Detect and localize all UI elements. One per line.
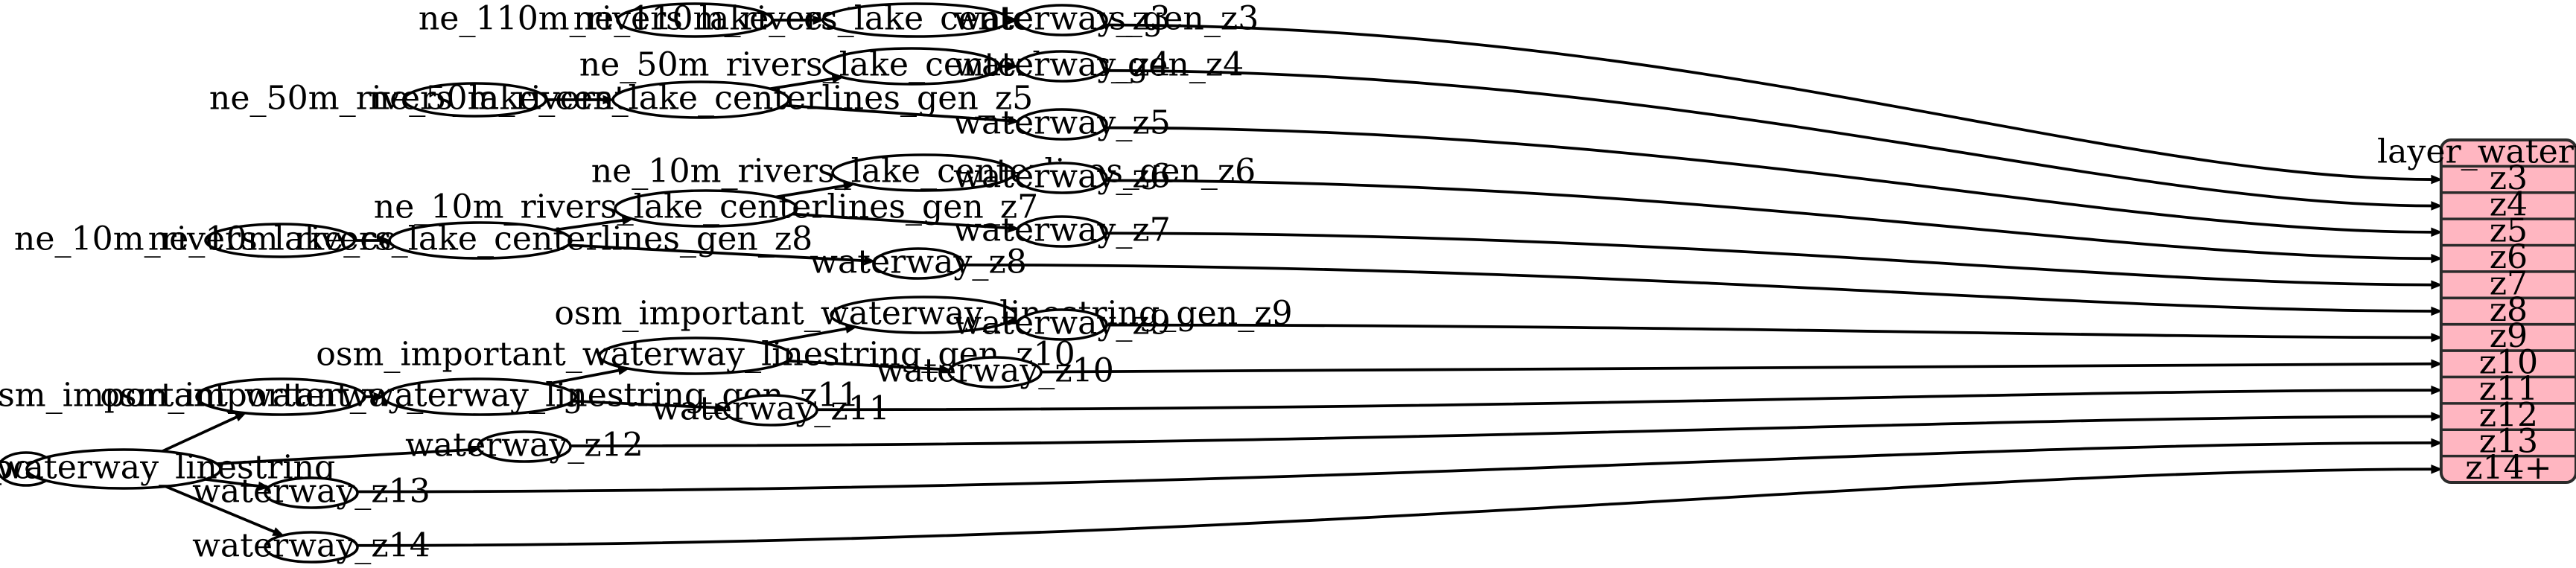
- node-waterway_z7[interactable]: waterway_z7: [953, 211, 1171, 249]
- edge-arrowhead: [2431, 412, 2443, 421]
- node-ellipse-osm_important_waterway_linestring_gen_z9[interactable]: [830, 296, 1017, 334]
- edge-ne_10m_rivers_lake_centerlines_gen_z8-to-ne_10m_rivers_lake_centerlines_gen_z7: [553, 218, 624, 232]
- node-ellipse-waterway_z6[interactable]: [1016, 162, 1108, 194]
- edge-waterway_z7-to-record-z7: [1106, 232, 2432, 287]
- edge-ne_10m_rivers_lake_centerlines_gen_z7-to-ne_10m_rivers_lake_centerlines_gen_z6: [775, 184, 845, 199]
- edge-osm_important_waterway_linestring_gen_z11-to-osm_important_waterway_linestring_gen_z10: [546, 368, 620, 386]
- node-ellipse-ne_10m_rivers_lake_centerlines[interactable]: [204, 223, 356, 258]
- edge-ne_50m_rivers_lake_centerlines_gen_z5-to-waterway_z5: [783, 103, 1010, 123]
- edge-osm_waterway_linestring-to-waterway_z12: [217, 448, 471, 465]
- node-ellipse-osm_important_waterway_linestring_gen_z11[interactable]: [382, 377, 577, 416]
- edge-arrowhead: [2431, 438, 2443, 448]
- edge-waterway_z4-to-record-z4: [1104, 68, 2432, 208]
- node-osm_important_waterway_linestring_gen_z9[interactable]: osm_important_waterway_linestring_gen_z9: [554, 295, 1293, 334]
- edge-arrowhead: [272, 527, 284, 536]
- edge-osm_waterway_linestring-to-waterway_z13: [205, 478, 260, 488]
- node-ellipse-ne_50m_rivers_lake_centerlines_gen_z4[interactable]: [822, 47, 1001, 86]
- node-ellipse-osm_important_waterway_linestring[interactable]: [195, 377, 366, 416]
- node-ellipse-waterway_z9[interactable]: [1016, 308, 1108, 341]
- node-ellipse-waterway_z7[interactable]: [1016, 215, 1108, 248]
- node-ellipse-waterway_z10[interactable]: [947, 356, 1043, 389]
- edge-waterway_z12-to-record-z12: [570, 415, 2432, 447]
- edge-osm_waterway_linestring-to-waterway_z14: [165, 485, 276, 534]
- edge-waterway_z6-to-record-z6: [1106, 179, 2432, 261]
- nodes-layer: imposm3osm_waterway_linestringosm_import…: [0, 0, 1293, 565]
- edge-arrowhead: [939, 364, 951, 374]
- edge-arrowhead: [258, 481, 270, 491]
- node-ne_10m_rivers_lake_centerlines_gen_z6[interactable]: ne_10m_rivers_lake_centerlines_gen_z6: [591, 153, 1256, 192]
- edge-waterway_z8-to-record-z8: [962, 263, 2432, 313]
- edge-arrowhead: [2431, 253, 2443, 264]
- edge-arrowhead: [602, 95, 615, 105]
- edge-arrowhead: [2431, 280, 2443, 290]
- node-ne_10m_rivers_lake_centerlines_gen_z7[interactable]: ne_10m_rivers_lake_centerlines_gen_z7: [374, 188, 1039, 228]
- node-ellipse-ne_10m_rivers_lake_centerlines_gen_z8[interactable]: [388, 221, 573, 260]
- edge-arrowhead: [2431, 201, 2443, 211]
- node-ellipse-ne_110m_rivers_lake_centerlines_gen_z3[interactable]: [821, 2, 1011, 38]
- edge-arrowhead: [1008, 223, 1020, 233]
- edge-arrowhead: [2431, 174, 2443, 185]
- node-ellipse-waterway_z3[interactable]: [1016, 4, 1108, 36]
- node-waterway_z8[interactable]: waterway_z8: [810, 243, 1027, 281]
- edge-arrowhead: [234, 412, 247, 422]
- node-ellipse-waterway_z11[interactable]: [723, 394, 818, 427]
- edge-arrowhead: [2431, 227, 2443, 237]
- edge-arrowhead: [2431, 306, 2443, 316]
- node-ellipse-waterway_z4[interactable]: [1016, 50, 1108, 83]
- node-ellipse-waterway_z5[interactable]: [1016, 108, 1108, 141]
- edge-arrowhead: [373, 392, 386, 402]
- edge-waterway_z3-to-record-z3: [1104, 23, 2432, 181]
- edge-ne_10m_rivers_lake_centerlines_gen_z7-to-waterway_z7: [792, 212, 1010, 230]
- edge-waterway_z13-to-record-z13: [357, 441, 2432, 494]
- edge-arrowhead: [812, 15, 825, 25]
- node-ellipse-osm_waterway_linestring[interactable]: [25, 448, 222, 490]
- edge-arrowhead: [2431, 465, 2443, 474]
- node-ellipse-osm_important_waterway_linestring_gen_z10[interactable]: [598, 336, 793, 375]
- edge-arrowhead: [2431, 385, 2443, 395]
- node-ellipse-ne_10m_rivers_lake_centerlines_gen_z6[interactable]: [831, 153, 1016, 192]
- edge-arrowhead: [468, 444, 480, 455]
- edge-waterway_z14-to-record-z14+: [357, 468, 2432, 547]
- edge-waterway_z11-to-record-z11: [816, 389, 2432, 412]
- edge-osm_important_waterway_linestring_gen_z10-to-osm_important_waterway_linestring_gen_z9: [764, 327, 847, 345]
- node-ellipse-ne_50m_rivers_lake_centerlines_gen_z5[interactable]: [611, 80, 790, 119]
- edge-waterway_z10-to-record-z10: [1040, 362, 2432, 374]
- edge-ne_50m_rivers_lake_centerlines_gen_z5-to-ne_50m_rivers_lake_centerlines_gen_z4: [769, 77, 834, 91]
- node-ellipse-ne_50m_rivers_lake_centerlines[interactable]: [403, 82, 547, 118]
- edge-osm_important_waterway_linestring_gen_z10-to-waterway_z10: [787, 359, 941, 371]
- edge-arrowhead: [2431, 359, 2443, 369]
- edge-osm_waterway_linestring-to-osm_important_waterway_linestring: [162, 415, 238, 453]
- node-ellipse-waterway_z14[interactable]: [264, 531, 359, 564]
- edge-arrowhead: [714, 403, 727, 412]
- node-ellipse-waterway_z12[interactable]: [477, 430, 572, 463]
- edge-arrowhead: [1008, 115, 1020, 126]
- edge-osm_important_waterway_linestring_gen_z11-to-waterway_z11: [573, 399, 716, 409]
- node-ellipse-ne_10m_rivers_lake_centerlines_gen_z7[interactable]: [614, 189, 798, 228]
- edge-ne_10m_rivers_lake_centerlines_gen_z8-to-waterway_z8: [567, 243, 865, 263]
- node-waterway_z5[interactable]: waterway_z5: [953, 104, 1171, 142]
- node-ne_50m_rivers_lake_centerlines_gen_z4[interactable]: ne_50m_rivers_lake_centerlines_gen_z4: [579, 46, 1244, 86]
- edge-arrowhead: [379, 235, 392, 246]
- edge-waterway_z5-to-record-z5: [1105, 126, 2432, 234]
- edge-arrowhead: [863, 255, 876, 266]
- node-ellipse-waterway_z8[interactable]: [872, 247, 964, 280]
- edge-arrowhead: [1007, 61, 1020, 71]
- edges-layer: [25, 15, 2443, 547]
- node-ellipse-ne_110m_rivers_lake_centerlines[interactable]: [616, 2, 774, 38]
- edge-arrowhead: [2431, 333, 2443, 342]
- node-ellipse-waterway_z13[interactable]: [264, 476, 359, 509]
- edge-waterway_z9-to-record-z9: [1106, 323, 2432, 339]
- record-outline: [2439, 138, 2576, 484]
